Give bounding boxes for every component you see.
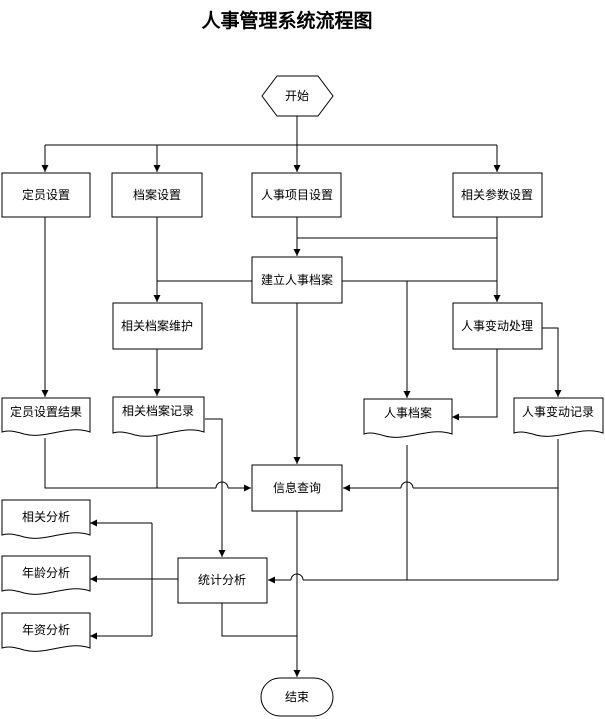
document-age-analysis: 年龄分析	[1, 555, 91, 595]
process-staffing-setup: 定员设置	[1, 172, 91, 218]
svg-text:统计分析: 统计分析	[198, 573, 246, 587]
start-node: 开始	[261, 75, 334, 117]
svg-text:开始: 开始	[285, 89, 309, 103]
svg-text:人事变动处理: 人事变动处理	[461, 318, 533, 333]
document-staffing-result: 定员设置结果	[1, 397, 91, 436]
document-related-archive-records: 相关档案记录	[112, 396, 205, 437]
document-hr-archive: 人事档案	[363, 398, 453, 438]
process-info-query: 信息查询	[251, 464, 343, 512]
svg-text:年资分析: 年资分析	[22, 623, 70, 637]
svg-text:相关档案维护: 相关档案维护	[121, 318, 193, 333]
diagram-title: 人事管理系统流程图	[201, 9, 372, 32]
document-related-analysis: 相关分析	[1, 499, 91, 539]
svg-text:相关参数设置: 相关参数设置	[461, 187, 533, 202]
document-hr-change-records: 人事变动记录	[513, 397, 604, 437]
process-archive-setup: 档案设置	[111, 172, 203, 218]
svg-text:定员设置结果: 定员设置结果	[10, 404, 82, 419]
process-hr-item-setup: 人事项目设置	[251, 172, 342, 218]
svg-text:人事项目设置: 人事项目设置	[261, 188, 333, 202]
svg-text:年龄分析: 年龄分析	[22, 566, 70, 580]
process-related-params-setup: 相关参数设置	[452, 172, 543, 218]
process-statistical-analysis: 统计分析	[177, 557, 268, 604]
process-create-hr-archive: 建立人事档案	[251, 256, 343, 304]
process-hr-change-processing: 人事变动处理	[452, 302, 543, 350]
document-salary-analysis: 年资分析	[1, 612, 91, 652]
process-related-archive-maintenance: 相关档案维护	[112, 302, 203, 350]
svg-text:相关档案记录: 相关档案记录	[122, 403, 194, 418]
svg-text:相关分析: 相关分析	[22, 510, 70, 524]
svg-text:人事变动记录: 人事变动记录	[522, 404, 594, 419]
svg-text:档案设置: 档案设置	[133, 187, 181, 202]
svg-text:信息查询: 信息查询	[273, 480, 321, 495]
svg-text:结束: 结束	[285, 690, 309, 704]
end-node: 结束	[260, 677, 334, 717]
svg-text:建立人事档案: 建立人事档案	[261, 272, 333, 287]
connectors	[41, 116, 562, 677]
svg-text:定员设置: 定员设置	[22, 187, 70, 202]
svg-text:人事档案: 人事档案	[384, 405, 432, 420]
